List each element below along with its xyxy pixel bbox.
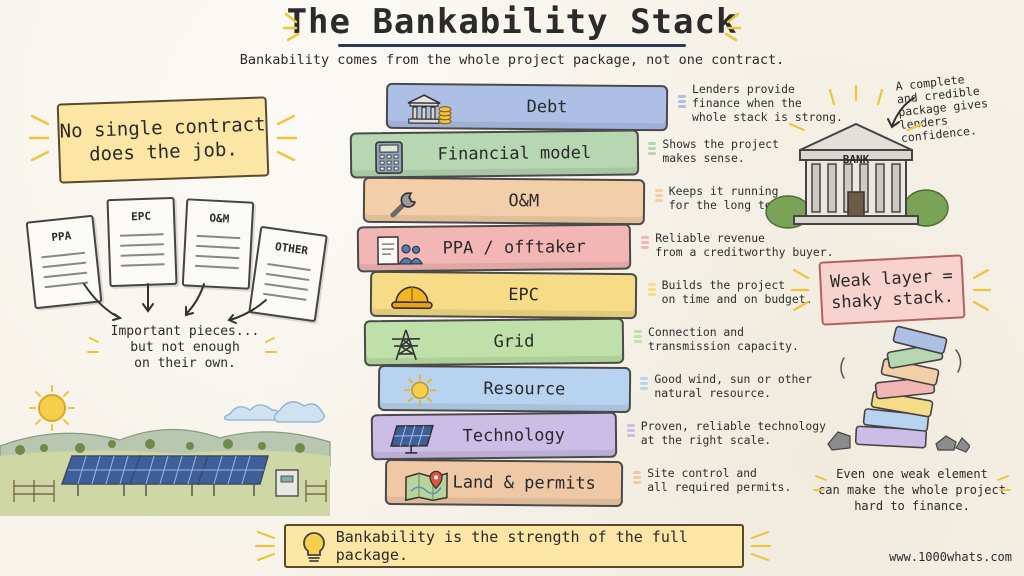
stack-layer-label: O&M [508, 191, 540, 212]
caption-sparkles-icon [87, 337, 277, 353]
doc-title: O&M [209, 211, 230, 226]
layer-description: Good wind, sun or other natural resource… [654, 372, 813, 400]
sparkle-left-icon [282, 12, 300, 42]
description-tick-mark [654, 194, 663, 197]
stack-layer-label: Resource [482, 378, 566, 400]
lightbulb-icon [303, 532, 325, 562]
weak-note-sparkle-right-icon [972, 268, 992, 312]
stack-layer: PPA / offtaker [356, 223, 632, 273]
page-title: The Bankability Stack [286, 2, 738, 42]
converging-arrows-icon [83, 283, 267, 324]
bank-sign: BANK [842, 153, 870, 166]
stack-layer: Land & permits [384, 458, 624, 508]
description-tick-mark [647, 288, 656, 291]
no-single-contract-note: No single contract does the job. [56, 96, 270, 184]
note-sparkle-right-icon [276, 114, 298, 162]
layer-description: Reliable revenue from a creditworthy buy… [655, 231, 834, 259]
stack-layer-label: Financial model [437, 142, 591, 165]
doc-title: OTHER [274, 240, 309, 258]
pylon-icon [382, 328, 426, 362]
epc-document: EPC [106, 196, 178, 288]
description-tick-mark [633, 476, 642, 479]
shaky-stack-icon [827, 325, 970, 453]
stack-layer-label: Grid [493, 331, 535, 353]
stack-layer-label: Debt [526, 96, 568, 118]
om-document: O&M [181, 198, 255, 290]
layer-description: Proven, reliable technology at the right… [640, 419, 826, 447]
solar-panel-icon [389, 422, 435, 456]
stack-layer: Grid [363, 317, 625, 367]
stack-layer: Technology [370, 411, 618, 461]
layer-description: Builds the project on time and on budget… [661, 278, 813, 306]
stack-layer: EPC [370, 270, 638, 320]
weak-element-caption: Even one weak element can make the whole… [818, 467, 1006, 513]
layer-description: Lenders provide finance when the whole s… [692, 82, 843, 124]
stack-layer-label: PPA / offtaker [442, 237, 586, 259]
banner-sparkle-left-icon [254, 530, 276, 562]
sparkle-right-icon [724, 12, 742, 42]
hardhat-icon [388, 279, 434, 313]
contracts-caption: Important pieces... but not enough on th… [110, 324, 260, 371]
doc-title: EPC [130, 209, 152, 224]
stack-layer-label: EPC [508, 285, 540, 306]
page-subtitle: Bankability comes from the whole project… [239, 52, 785, 68]
title-underline [338, 44, 686, 47]
bank-building-icon [765, 84, 949, 229]
weak-caption-sparkles-icon [813, 475, 1011, 491]
description-tick-mark [648, 147, 657, 150]
map-pin-icon [403, 467, 448, 502]
bank-coins-icon [404, 91, 452, 125]
banner-sparkle-right-icon [750, 530, 772, 562]
note-sparkle-left-icon [28, 114, 50, 162]
layer-description: Connection and transmission capacity. [648, 325, 799, 353]
summary-banner-text: Bankability is the strength of the full … [335, 528, 688, 564]
description-tick-mark [640, 382, 649, 385]
description-tick-mark [634, 335, 642, 338]
stack-layer-label: Land & permits [452, 472, 596, 494]
solar-farm-scene [0, 385, 331, 516]
description-tick-mark [626, 429, 635, 432]
stack-layer: O&M [362, 176, 645, 226]
sun-icon [395, 373, 439, 407]
layer-description: Shows the project makes sense. [662, 137, 779, 165]
doc-title: PPA [50, 229, 72, 245]
stack-layer: Financial model [349, 129, 639, 179]
note-pointer-arrow-icon [887, 97, 915, 129]
weak-note-sparkle-left-icon [790, 268, 810, 312]
weak-layer-note: Weak layer = shaky stack. [818, 254, 966, 326]
description-tick-mark [641, 241, 650, 244]
layer-description: Site control and all required permits. [647, 466, 792, 494]
stack-layer: Debt [385, 82, 669, 132]
stack-layer: Resource [377, 364, 631, 414]
description-tick-mark [678, 100, 686, 103]
summary-banner: Bankability is the strength of the full … [284, 524, 744, 568]
site-credit: www.1000whats.com [889, 550, 1012, 564]
contract-people-icon [375, 234, 423, 268]
stack-layer-label: Technology [462, 425, 566, 447]
calculator-icon [367, 140, 411, 175]
wrench-icon [381, 185, 425, 219]
